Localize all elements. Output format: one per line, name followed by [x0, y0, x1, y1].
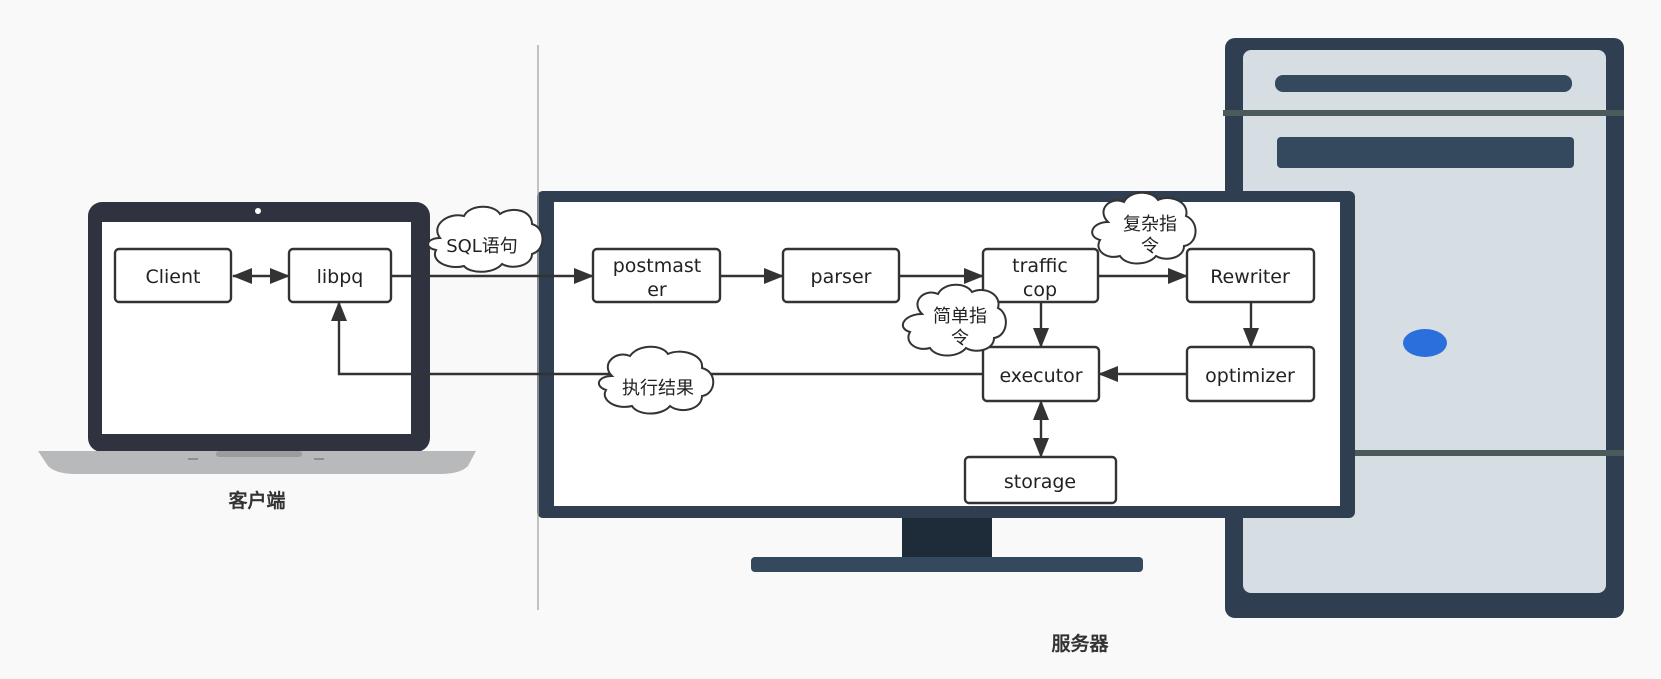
cloud-complex-command: 复杂指 令	[1091, 191, 1197, 265]
node-parser: parser	[781, 247, 901, 304]
node-executor-label: executor	[999, 365, 1082, 387]
node-rewriter: Rewriter	[1185, 247, 1316, 304]
node-client: Client	[113, 247, 233, 304]
edges	[232, 268, 1259, 458]
node-postmaster-label-line2: er	[647, 279, 667, 301]
node-storage-label: storage	[1004, 471, 1076, 493]
node-postmaster-label-line1: postmast	[613, 255, 702, 277]
laptop-illustration	[38, 202, 476, 474]
node-libpq: libpq	[287, 247, 393, 304]
node-traffic-cop: traffic cop	[981, 247, 1100, 304]
node-client-label: Client	[145, 266, 200, 288]
cloud-exec-result: 执行结果	[597, 345, 715, 415]
node-traffic-cop-label-line1: traffic	[1012, 255, 1068, 277]
node-postmaster: postmast er	[591, 247, 722, 304]
node-storage: storage	[963, 455, 1118, 505]
node-traffic-cop-label-line2: cop	[1023, 279, 1057, 301]
node-parser-label: parser	[811, 266, 872, 288]
node-rewriter-label: Rewriter	[1210, 266, 1290, 288]
node-optimizer-label: optimizer	[1205, 365, 1295, 387]
node-optimizer: optimizer	[1185, 345, 1316, 403]
cloud-simple-command-label-line2: 令	[951, 328, 969, 349]
webcam-icon	[255, 208, 261, 214]
cloud-complex-command-label-line1: 复杂指	[1123, 214, 1177, 235]
server-side-caption: 服务器	[1051, 632, 1109, 655]
server-power-led	[1403, 329, 1447, 357]
cloud-sql-statement-label: SQL语句	[446, 236, 518, 257]
cloud-sql-statement: SQL语句	[427, 205, 544, 273]
edge-executor-libpq	[331, 301, 983, 376]
cloud-exec-result-label: 执行结果	[622, 378, 694, 399]
client-side-caption: 客户端	[228, 489, 285, 512]
cloud-complex-command-label-line2: 令	[1141, 236, 1159, 257]
cloud-simple-command: 简单指 令	[901, 283, 1007, 357]
cloud-simple-command-label-line1: 简单指	[933, 306, 987, 327]
node-libpq-label: libpq	[317, 266, 364, 288]
node-executor: executor	[981, 345, 1101, 403]
